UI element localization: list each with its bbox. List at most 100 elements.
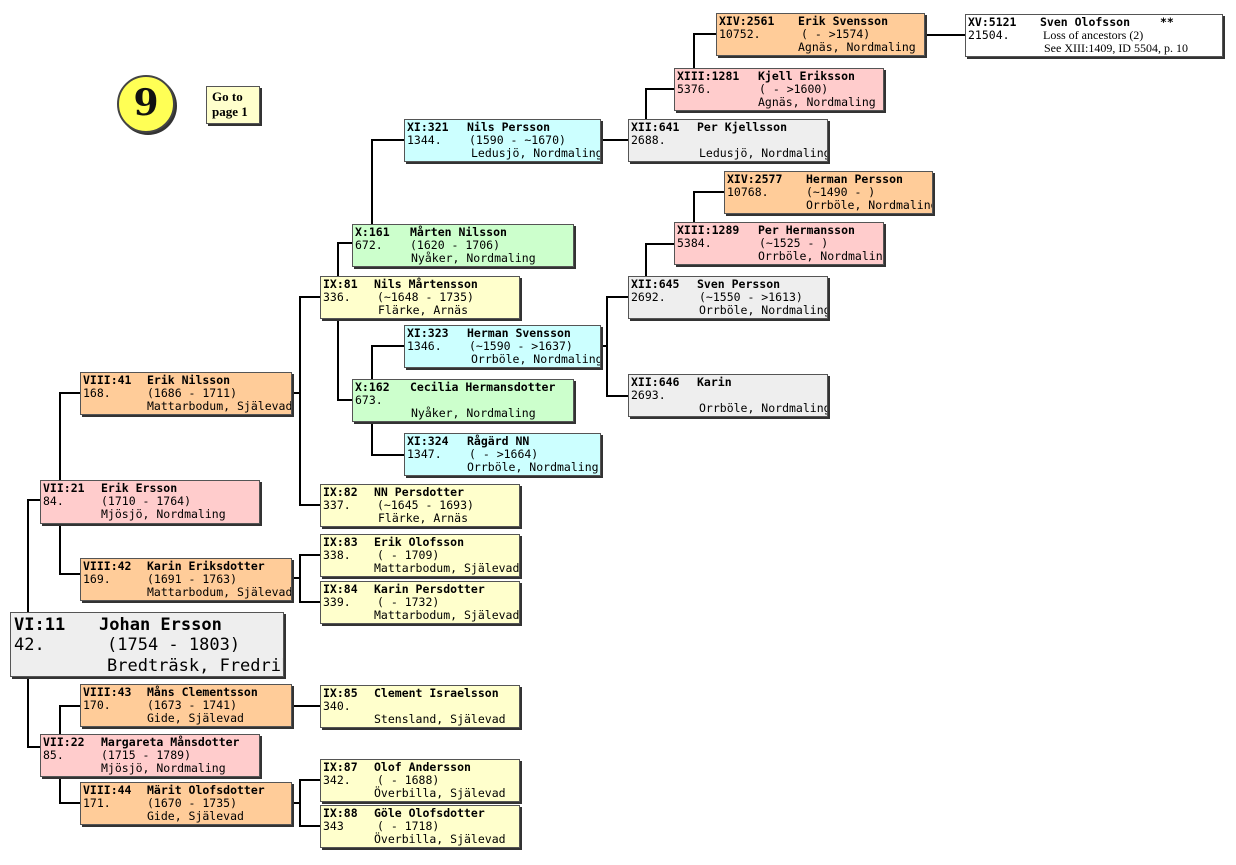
person-name: Märit Olofsdotter: [147, 783, 265, 797]
ancestor-number: 1347.: [407, 447, 442, 461]
place: Bredträsk, Fredrika: [107, 656, 284, 676]
life-dates: (1670 - 1735): [147, 796, 238, 810]
connector: [292, 554, 320, 579]
connector: [59, 776, 80, 804]
person-box-vii-21[interactable]: VII:21 Erik Ersson 84. (1710 - 1764) Mjö…: [40, 480, 260, 524]
life-dates: (~1645 - 1693): [377, 498, 474, 512]
person-box-xi-324[interactable]: XI:324 Rågärd NN 1347. ( - >1664) Orrböl…: [404, 433, 601, 476]
connector: [59, 524, 80, 575]
generation-code: X:162: [355, 380, 390, 394]
connector: [59, 392, 80, 480]
loss-of-ancestors-note: Loss of ancestors (2): [1043, 28, 1144, 42]
ancestor-number: 2693.: [631, 388, 666, 402]
person-name: Sven Persson: [697, 277, 781, 291]
ancestor-number: 21504.: [968, 28, 1010, 42]
person-box-viii-44[interactable]: VIII:44 Märit Olofsdotter 171. (1670 - 1…: [80, 782, 292, 825]
person-box-ix-81[interactable]: IX:81 Nils Mårtensson 336. (~1648 - 1735…: [320, 276, 520, 319]
ancestor-number: 170.: [83, 698, 111, 712]
person-box-ix-87[interactable]: IX:87 Olof Andersson 342. ( - 1688) Över…: [320, 759, 520, 802]
person-box-viii-43[interactable]: VIII:43 Måns Clementsson 170. (1673 - 17…: [80, 684, 292, 727]
life-dates: (1710 - 1764): [101, 494, 192, 508]
ancestor-number: 342.: [323, 773, 351, 787]
person-name: Erik Olofsson: [374, 535, 465, 549]
connector: [645, 243, 674, 276]
life-dates: (~1525 - ): [759, 236, 829, 250]
generation-code: IX:85: [323, 686, 358, 700]
ancestor-number: 336.: [323, 290, 351, 304]
connector: [27, 499, 40, 612]
person-box-ix-83[interactable]: IX:83 Erik Olofsson 338. ( - 1709) Matta…: [320, 534, 520, 577]
person-box-viii-42[interactable]: VIII:42 Karin Eriksdotter 169. (1691 - 1…: [80, 558, 292, 601]
ancestor-number: 339.: [323, 595, 351, 609]
life-dates: ( - >1664): [469, 447, 539, 461]
life-dates: ( - >1574): [801, 27, 871, 41]
person-box-xv-5121[interactable]: XV:5121 Sven Olofsson ** 21504. Loss of …: [965, 14, 1223, 57]
generation-code: XII:641: [631, 120, 680, 134]
generation-code: VIII:42: [83, 559, 132, 573]
person-box-x-162[interactable]: X:162 Cecilia Hermansdotter 673. Nyåker,…: [352, 379, 574, 422]
person-box-ix-85[interactable]: IX:85 Clement Israelsson 340. Stensland,…: [320, 685, 520, 728]
place: Agnäs, Nordmaling: [758, 95, 876, 109]
person-box-xi-321[interactable]: XI:321 Nils Persson 1344. (1590 - ~1670)…: [404, 119, 601, 162]
ancestor-number: 10752.: [719, 27, 761, 41]
ancestor-number: 10768.: [727, 185, 769, 199]
person-box-vi-11[interactable]: VI:11 Johan Ersson 42. (1754 - 1803) Bre…: [10, 612, 284, 677]
generation-code: IX:81: [323, 277, 358, 291]
person-box-xiii-1281[interactable]: XIII:1281 Kjell Eriksson 5376. ( - >1600…: [674, 68, 884, 111]
life-dates: (1715 - 1789): [101, 748, 192, 762]
generation-code: IX:87: [323, 760, 358, 774]
person-name: Erik Nilsson: [147, 373, 231, 387]
person-box-xi-323[interactable]: XI:323 Herman Svensson 1346. (~1590 - >1…: [404, 325, 601, 368]
place: Ledusjö, Nordmaling: [471, 146, 601, 160]
place: Nyåker, Nordmaling: [411, 406, 536, 420]
connector: [292, 296, 320, 394]
life-dates: (~1550 - >1613): [699, 290, 803, 304]
place: Orrböle, Nordmaling: [806, 198, 933, 212]
connector: [371, 422, 404, 456]
cross-reference-link[interactable]: See XIII:1409, ID 5504, p. 10: [1044, 41, 1188, 55]
connector: [59, 705, 80, 734]
person-box-ix-82[interactable]: IX:82 NN Persdotter 337. (~1645 - 1693) …: [320, 484, 520, 527]
ancestor-number: 2692.: [631, 290, 666, 304]
person-name: Kjell Eriksson: [758, 69, 855, 83]
place: Orrböle, Nordmaling: [699, 401, 828, 415]
place: Stensland, Själevad: [374, 712, 506, 726]
generation-code: IX:82: [323, 485, 358, 499]
person-box-xii-641[interactable]: XII:641 Per Kjellsson 2688. Ledusjö, Nor…: [628, 119, 828, 162]
connector: [299, 578, 320, 603]
person-name: Erik Svensson: [798, 14, 889, 28]
place: Orrböle, Nordmaling: [699, 303, 828, 317]
connector: [693, 191, 724, 222]
person-box-vii-22[interactable]: VII:22 Margareta Månsdotter 85. (1715 - …: [40, 734, 260, 777]
person-box-xii-645[interactable]: XII:645 Sven Persson 2692. (~1550 - >161…: [628, 276, 828, 319]
person-box-xiv-2561[interactable]: XIV:2561 Erik Svensson 10752. ( - >1574)…: [716, 13, 925, 56]
person-box-xii-646[interactable]: XII:646 Karin 2693. Orrböle, Nordmaling: [628, 374, 828, 417]
person-box-x-161[interactable]: X:161 Mårten Nilsson 672. (1620 - 1706) …: [352, 224, 574, 267]
person-box-ix-84[interactable]: IX:84 Karin Persdotter 339. ( - 1732) Ma…: [320, 581, 520, 624]
life-dates: (1620 - 1706): [410, 238, 501, 252]
person-box-xiii-1289[interactable]: XIII:1289 Per Hermansson 5384. (~1525 - …: [674, 222, 884, 265]
person-box-ix-88[interactable]: IX:88 Göle Olofsdotter 343 ( - 1718) Öve…: [320, 805, 520, 848]
generation-code: VIII:44: [83, 783, 132, 797]
place: Mattarbodum, Själevad: [147, 399, 292, 413]
connector: [645, 88, 674, 120]
ancestor-number: 672.: [355, 238, 383, 252]
person-name: Cecilia Hermansdotter: [410, 380, 556, 394]
ancestor-number: 340.: [323, 699, 351, 713]
life-dates: (~1648 - 1735): [377, 290, 474, 304]
place: Mattarbodum, Själevad: [374, 561, 520, 575]
ancestor-number: 343: [323, 819, 344, 833]
ancestor-number: 2688.: [631, 133, 666, 147]
person-box-xiv-2577[interactable]: XIV:2577 Herman Persson 10768. (~1490 - …: [724, 171, 933, 214]
place: Agnäs, Nordmaling: [798, 40, 916, 54]
connector: [606, 346, 628, 397]
person-name: NN Persdotter: [374, 485, 465, 499]
person-name: Sven Olofsson: [1040, 15, 1131, 29]
go-to-page-1-link[interactable]: Go to page 1: [206, 86, 260, 124]
person-box-viii-41[interactable]: VIII:41 Erik Nilsson 168. (1686 - 1711) …: [80, 372, 292, 415]
connector: [299, 803, 320, 827]
place: Flärke, Arnäs: [378, 511, 469, 525]
generation-code: VIII:43: [83, 685, 132, 699]
connector: [337, 242, 352, 276]
place: Mattarbodum, Själevad: [374, 608, 520, 622]
